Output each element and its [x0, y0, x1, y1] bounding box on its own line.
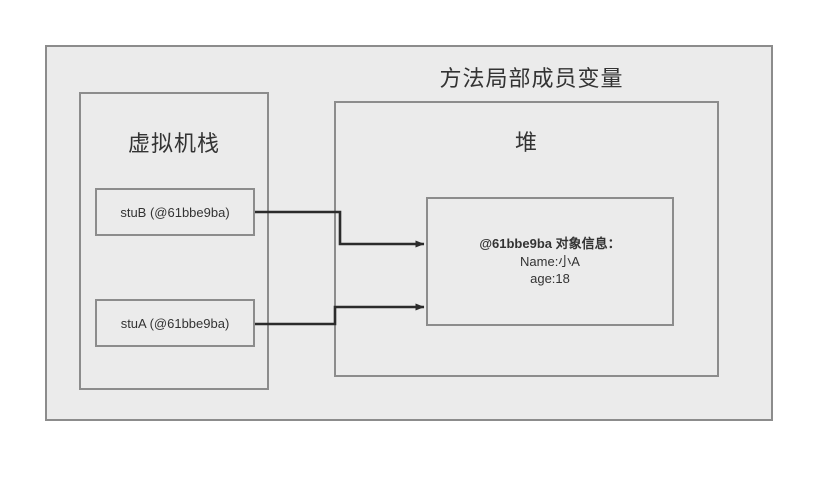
- diagram-title: 方法局部成员变量: [439, 66, 624, 91]
- heap-region-label: 堆: [514, 130, 538, 155]
- stack-variable-stub: stuB (@61bbe9ba): [95, 188, 255, 236]
- heap-object-header: @61bbe9ba 对象信息：: [479, 236, 621, 252]
- stack-region-label: 虚拟机栈: [127, 131, 220, 156]
- heap-object-field-name: Name:小A: [520, 253, 580, 269]
- heap-object-box: @61bbe9ba 对象信息： Name:小A age:18: [426, 197, 674, 326]
- stack-variable-stua: stuA (@61bbe9ba): [95, 299, 255, 347]
- heap-object-field-age: age:18: [530, 271, 570, 287]
